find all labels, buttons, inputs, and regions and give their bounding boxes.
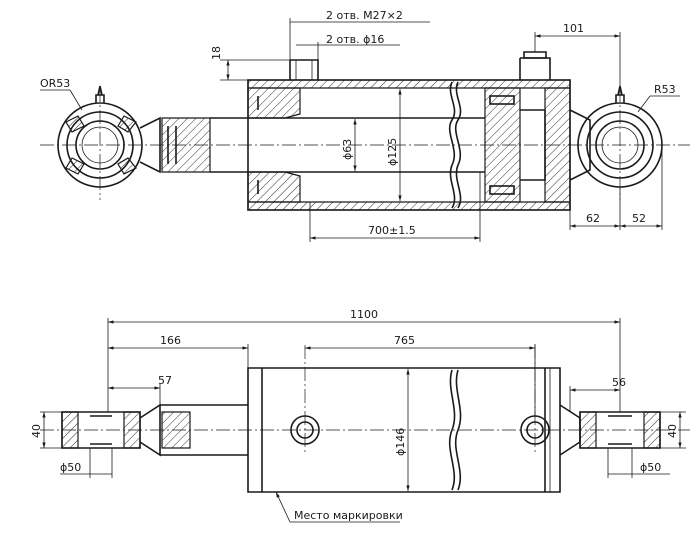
- dim-57-label: 57: [158, 374, 172, 387]
- outside-view: [40, 318, 690, 523]
- outer-dia-label: ϕ146: [394, 428, 407, 456]
- dim-765-label: 765: [394, 334, 415, 347]
- dim-166-label: 166: [160, 334, 181, 347]
- pin-left-label: ϕ50: [60, 461, 81, 474]
- cylinder-barrel: [247, 51, 571, 211]
- overall-length-label: 1100: [350, 308, 378, 321]
- dim-40-right-label: 40: [666, 424, 679, 438]
- dim-18-label: 18: [210, 46, 223, 60]
- dim-52-label: 52: [632, 212, 646, 225]
- holes-dia-label: 2 отв. ϕ16: [326, 33, 384, 46]
- marking-place-label: Место маркировки: [294, 509, 403, 522]
- bore-dia-label: ϕ125: [386, 138, 399, 166]
- dim-56-label: 56: [612, 376, 626, 389]
- radius-left-label: OR53: [40, 77, 70, 90]
- stroke-label: 700±1.5: [368, 224, 416, 237]
- radius-right-label: R53: [654, 83, 676, 96]
- rod-dia-label: ϕ63: [341, 139, 354, 160]
- section-view: [40, 18, 690, 242]
- dim-62-label: 62: [586, 212, 600, 225]
- pin-right-label: ϕ50: [640, 461, 661, 474]
- left-rod-eye: [57, 85, 161, 200]
- dim-40-left-label: 40: [30, 424, 43, 438]
- thread-holes-label: 2 отв. М27×2: [326, 9, 403, 22]
- dim-101-label: 101: [563, 22, 584, 35]
- right-clevis-eye: [569, 85, 663, 200]
